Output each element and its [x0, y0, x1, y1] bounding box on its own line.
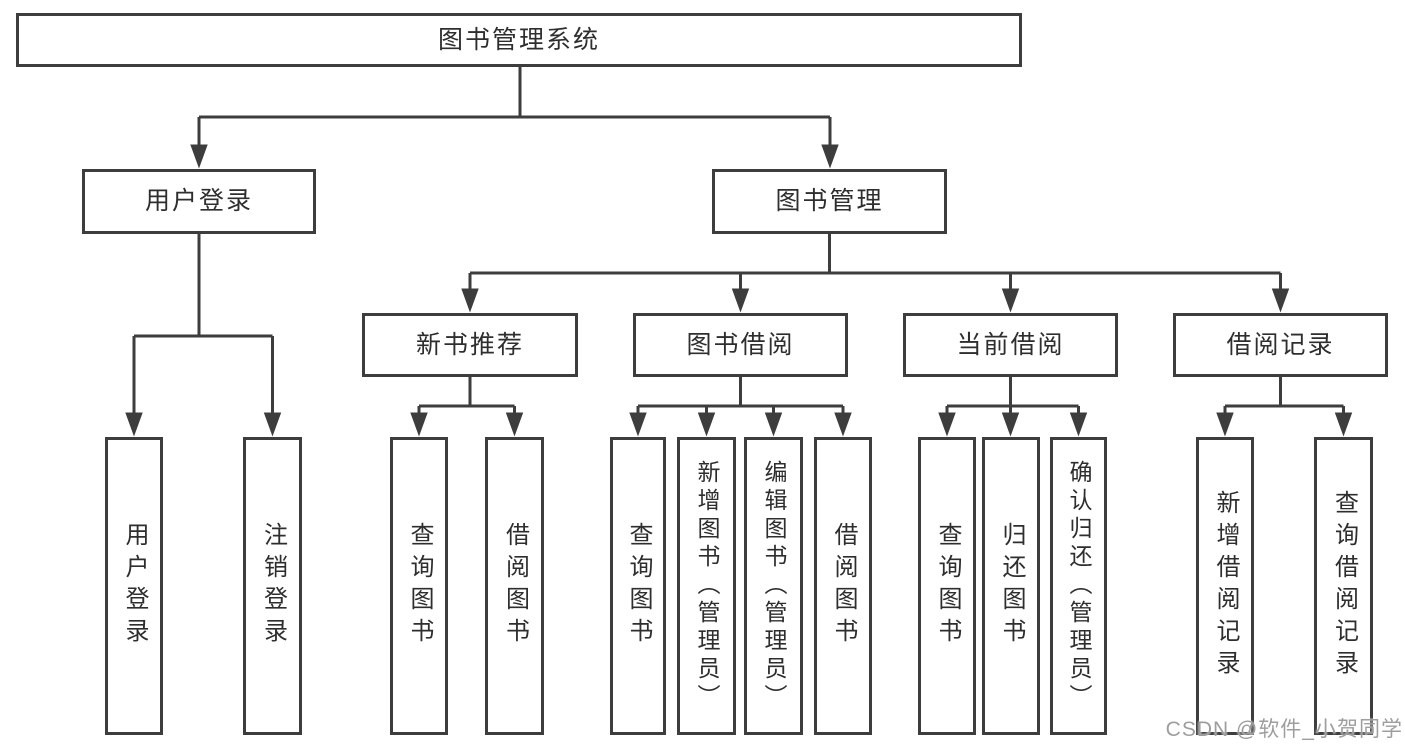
- node-label: 用户登录: [121, 522, 148, 650]
- leaf-query-books-borrowing: 查询图书: [610, 437, 666, 735]
- leaf-edit-books-admin: 编辑图书（管理员）: [744, 437, 803, 735]
- node-label: 图书管理: [775, 187, 884, 215]
- node-label: 查询图书: [625, 522, 652, 650]
- node-label: 查询借阅记录: [1330, 490, 1358, 682]
- node-label: 查询图书: [406, 522, 433, 650]
- node-label: 借阅图书: [830, 522, 857, 650]
- leaf-add-books-admin: 新增图书（管理员）: [677, 437, 736, 735]
- leaf-return-books: 归还图书: [982, 437, 1040, 735]
- node-label: 新增图书（管理员）: [694, 460, 720, 712]
- leaf-logout: 注销登录: [243, 437, 302, 735]
- node-label: 借阅记录: [1226, 330, 1335, 359]
- node-label: 当前借阅: [956, 330, 1065, 359]
- leaf-query-borrow-record: 查询借阅记录: [1314, 437, 1373, 735]
- node-book-borrowing: 图书借阅: [633, 313, 848, 377]
- leaf-query-books-recommend: 查询图书: [390, 437, 448, 735]
- node-label: 用户登录: [144, 187, 253, 215]
- leaf-user-login: 用户登录: [105, 437, 163, 735]
- node-label: 新书推荐: [415, 330, 524, 359]
- node-new-book-recommendation: 新书推荐: [362, 313, 578, 377]
- node-label: 注销登录: [259, 522, 287, 650]
- node-label: 图书管理系统: [437, 25, 600, 54]
- node-library-management-system: 图书管理系统: [16, 13, 1022, 67]
- node-label: 新增借阅记录: [1212, 490, 1239, 682]
- node-current-borrowing: 当前借阅: [903, 313, 1118, 377]
- node-label: 确认归还（管理员）: [1066, 460, 1092, 712]
- leaf-add-borrow-record: 新增借阅记录: [1196, 437, 1254, 735]
- leaf-query-books-current: 查询图书: [918, 437, 976, 735]
- node-borrowing-records: 借阅记录: [1173, 313, 1388, 377]
- node-label: 图书借阅: [686, 330, 795, 359]
- leaf-borrow-books-recommend: 借阅图书: [485, 437, 544, 735]
- node-label: 归还图书: [998, 522, 1025, 650]
- leaf-confirm-return-admin: 确认归还（管理员）: [1050, 437, 1107, 735]
- csdn-watermark: CSDN @软件_小贺同学: [1165, 718, 1403, 741]
- node-label: 查询图书: [934, 522, 961, 650]
- leaf-borrow-books: 借阅图书: [814, 437, 872, 735]
- node-book-management: 图书管理: [712, 169, 947, 234]
- node-label: 编辑图书（管理员）: [761, 460, 787, 712]
- node-label: 借阅图书: [501, 522, 529, 650]
- node-user-login: 用户登录: [82, 169, 316, 234]
